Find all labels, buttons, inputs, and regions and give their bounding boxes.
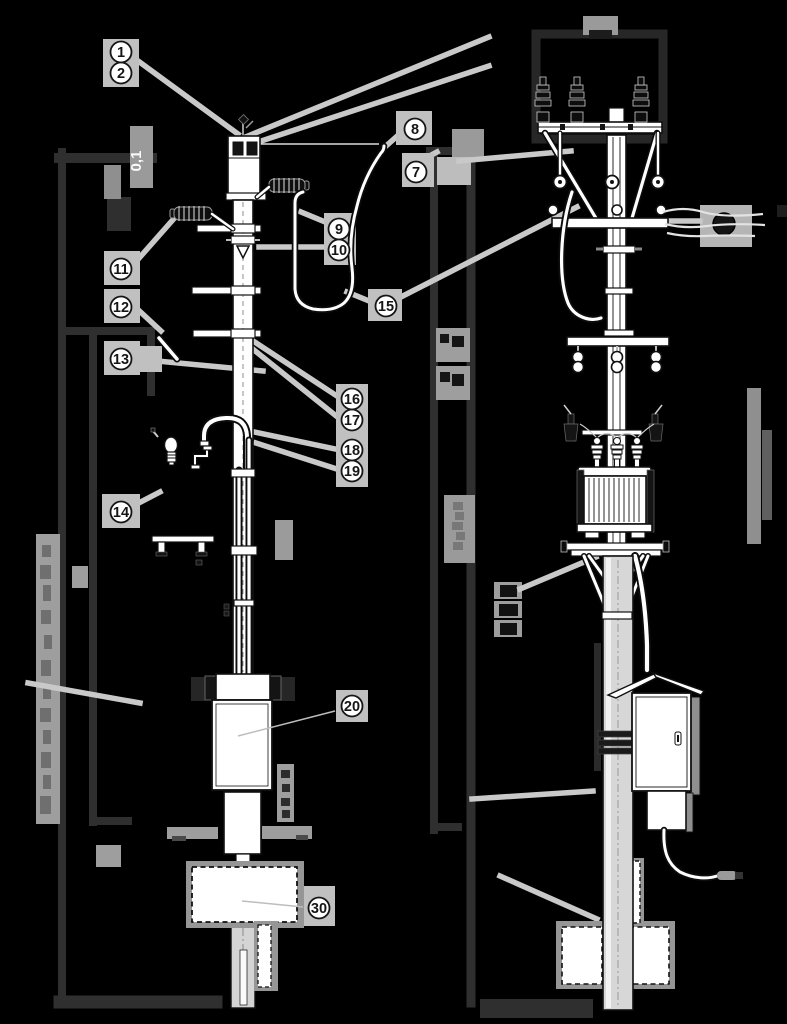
pole-base bbox=[186, 861, 304, 1009]
callout-7: 7 bbox=[404, 160, 428, 184]
pole-tip bbox=[237, 113, 250, 126]
ground-marker-box bbox=[191, 866, 298, 923]
callouts: 1 2 8 7 9 10 11 12 13 15 16 17 18 19 14 … bbox=[109, 40, 428, 920]
svg-text:16: 16 bbox=[344, 392, 360, 408]
elbow-fitting bbox=[190, 445, 213, 470]
leader-30 bbox=[241, 900, 304, 908]
callout-2: 2 bbox=[109, 61, 133, 85]
callout-15: 15 bbox=[374, 294, 398, 318]
redacted-label-dark bbox=[480, 999, 593, 1018]
mounting-bracket bbox=[151, 535, 215, 566]
callout-20: 20 bbox=[340, 694, 364, 718]
transformer-arresters bbox=[563, 404, 664, 442]
callout-12: 12 bbox=[109, 295, 133, 319]
service-conductors bbox=[662, 207, 766, 238]
pole-truss bbox=[541, 129, 661, 229]
svg-text:30: 30 bbox=[311, 901, 327, 917]
svg-text:17: 17 bbox=[344, 413, 360, 429]
callout-16: 16 bbox=[340, 387, 364, 411]
right-ground-markers bbox=[556, 858, 675, 989]
svg-text:7: 7 bbox=[412, 165, 420, 181]
svg-text:12: 12 bbox=[113, 300, 129, 316]
cable-end bbox=[717, 871, 737, 880]
svg-text:11: 11 bbox=[113, 262, 128, 278]
crossarm-mid bbox=[551, 217, 669, 229]
suspension-insulators bbox=[571, 346, 663, 374]
callout-30: 30 bbox=[307, 896, 331, 920]
svg-text:20: 20 bbox=[344, 699, 360, 715]
gooseneck-conduit bbox=[199, 413, 258, 692]
leader-20 bbox=[237, 710, 336, 737]
slack-cable-loop bbox=[558, 188, 605, 323]
callout-18: 18 bbox=[340, 438, 364, 462]
callout-19: 19 bbox=[340, 459, 364, 483]
callout-10: 10 bbox=[327, 238, 351, 262]
redacted-vertical-text bbox=[277, 764, 294, 822]
clamp-triangle bbox=[235, 245, 251, 260]
svg-text:14: 14 bbox=[113, 505, 129, 521]
left-pole bbox=[150, 113, 388, 1009]
callout-11: 11 bbox=[109, 257, 133, 281]
svg-text:8: 8 bbox=[411, 122, 419, 138]
crossarm-low bbox=[566, 336, 670, 347]
redacted-label-dark bbox=[107, 197, 131, 231]
right-pole bbox=[534, 76, 766, 1011]
svg-text:2: 2 bbox=[117, 66, 125, 82]
svg-text:15: 15 bbox=[378, 299, 394, 315]
callout-9: 9 bbox=[327, 217, 351, 241]
drip-loop-cable bbox=[291, 142, 388, 313]
callout-17: 17 bbox=[340, 408, 364, 432]
svg-text:18: 18 bbox=[344, 443, 360, 459]
dimension-label-block bbox=[130, 126, 153, 188]
redacted-labels bbox=[36, 16, 787, 867]
svg-text:1: 1 bbox=[117, 45, 125, 61]
pin-insulators bbox=[534, 76, 650, 123]
svg-text:19: 19 bbox=[344, 464, 360, 480]
transformer-bushings bbox=[579, 423, 655, 469]
callout-8: 8 bbox=[403, 117, 427, 141]
callout-1: 1 bbox=[109, 40, 133, 64]
surge-arrester-right bbox=[254, 178, 310, 200]
surge-arrester-left bbox=[169, 206, 236, 232]
svg-text:13: 13 bbox=[113, 352, 129, 368]
callout-13: 13 bbox=[109, 347, 133, 371]
lamp-bulb bbox=[150, 427, 179, 466]
svg-text:10: 10 bbox=[331, 243, 347, 259]
meter-cabinet bbox=[594, 643, 743, 882]
svg-text:9: 9 bbox=[335, 222, 343, 238]
callout-14: 14 bbox=[109, 500, 133, 524]
transformer bbox=[576, 466, 655, 539]
dimension-value: 0,1 bbox=[128, 151, 145, 172]
ground-marker-strip bbox=[257, 924, 272, 988]
pole-lower-shaft bbox=[601, 555, 634, 1011]
